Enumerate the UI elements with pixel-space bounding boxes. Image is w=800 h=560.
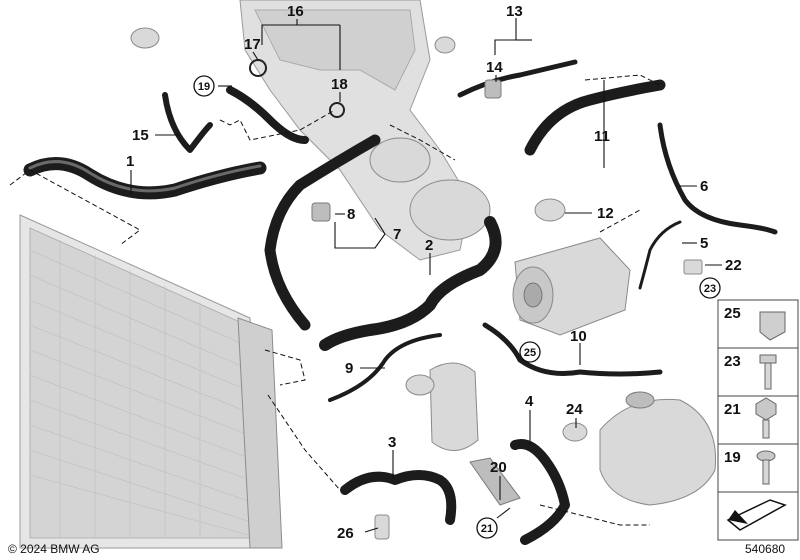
stud-bolt-icon <box>759 354 777 390</box>
leader-lines <box>130 18 722 533</box>
callout-8: 8 <box>347 206 355 223</box>
callout-24: 24 <box>566 401 583 418</box>
callout-7: 7 <box>393 226 401 243</box>
callout-23-circled: 23 <box>704 283 716 295</box>
callout-18: 18 <box>331 76 348 93</box>
engine-block <box>239 0 491 261</box>
callout-1: 1 <box>126 153 134 170</box>
expansion-tank-left <box>405 362 479 451</box>
callout-22: 22 <box>725 257 742 274</box>
callout-6: 6 <box>700 178 708 195</box>
legend-item-19: 19 <box>724 449 741 466</box>
torx-screw-icon <box>756 450 776 485</box>
clip-icon <box>759 311 786 341</box>
callout-4: 4 <box>525 393 534 410</box>
direction-arrow-icon <box>726 499 787 531</box>
callout-15: 15 <box>132 127 149 144</box>
small-parts <box>130 27 703 540</box>
callout-19-circled: 19 <box>198 81 210 93</box>
dashed-connectors <box>9 74 661 526</box>
callout-2: 2 <box>425 237 433 254</box>
legend-item-25: 25 <box>724 305 741 322</box>
diagram-number: 540680 <box>745 542 785 556</box>
hex-bolt-icon <box>755 397 777 439</box>
callout-10: 10 <box>570 328 587 345</box>
coolant-hoses <box>23 59 778 545</box>
expansion-tank-right <box>599 391 717 506</box>
callout-labels: 1 2 3 4 5 6 7 8 9 10 11 12 13 14 15 16 1… <box>126 3 742 542</box>
callout-5: 5 <box>700 235 708 252</box>
copyright-text: © 2024 BMW AG <box>8 542 100 556</box>
fastener-legend: 25 23 21 19 <box>717 299 799 541</box>
callout-26: 26 <box>337 525 354 542</box>
callout-20: 20 <box>490 459 507 476</box>
alternator <box>512 237 631 336</box>
callout-11: 11 <box>594 128 610 145</box>
callout-3: 3 <box>388 434 396 451</box>
legend-item-21: 21 <box>724 401 741 418</box>
callout-16: 16 <box>287 3 304 20</box>
callout-12: 12 <box>597 205 614 222</box>
callout-14: 14 <box>486 59 503 76</box>
radiator <box>19 214 283 549</box>
callout-9: 9 <box>345 360 353 377</box>
legend-item-23: 23 <box>724 353 741 370</box>
callout-13: 13 <box>506 3 523 20</box>
callout-17: 17 <box>244 36 261 53</box>
callout-25-circled: 25 <box>524 347 536 359</box>
callout-21-circled: 21 <box>481 523 493 535</box>
